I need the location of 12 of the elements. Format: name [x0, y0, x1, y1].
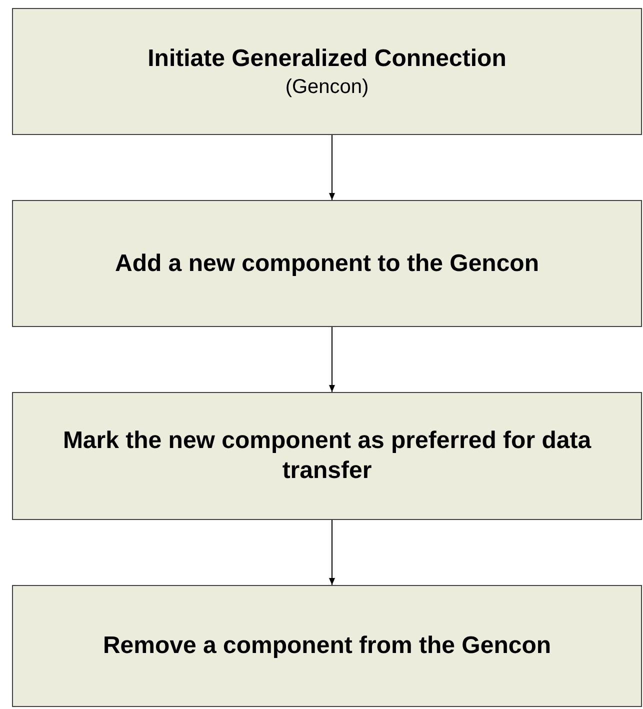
- arrow: [329, 520, 335, 586]
- arrow: [329, 134, 335, 200]
- step-title: Add a new component to the Gencon: [114, 248, 539, 278]
- step-title: Mark the new component as preferred for data transfer: [62, 426, 592, 486]
- process-box: [12, 8, 642, 135]
- arrow: [329, 326, 335, 392]
- step-title: Initiate Generalized Connection: [148, 44, 506, 74]
- process-box: [12, 392, 642, 520]
- process-box: [12, 200, 642, 327]
- step-title: Remove a component from the Gencon: [102, 631, 552, 661]
- step-subtitle: (Gencon): [285, 74, 369, 100]
- process-box: [12, 585, 642, 707]
